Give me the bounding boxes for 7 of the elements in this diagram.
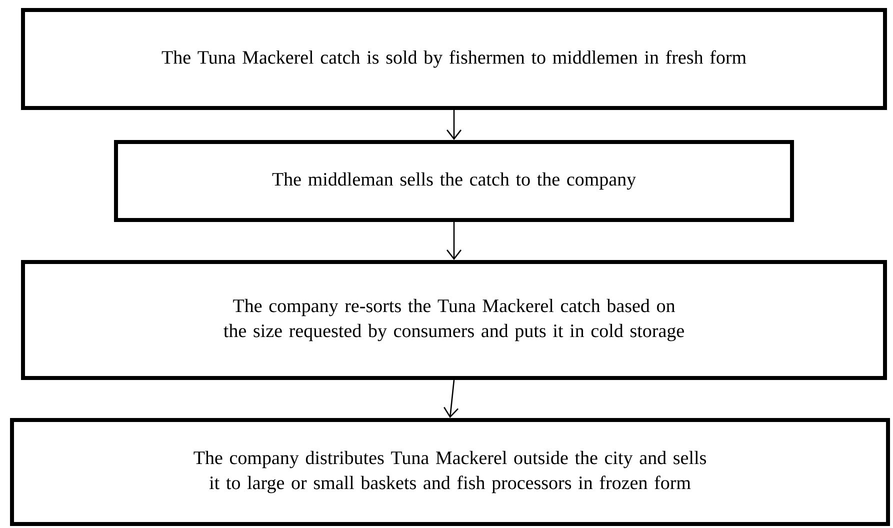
arrow bbox=[444, 380, 458, 418]
arrow bbox=[446, 222, 462, 260]
process-box: The middleman sells the catch to the company bbox=[114, 140, 794, 222]
process-box: The company distributes Tuna Mackerel outside the city and sells it to large or small baskets and fish processors in frozen form bbox=[10, 418, 890, 526]
arrow bbox=[446, 110, 462, 140]
process-box: The company re-sorts the Tuna Mackerel catch based on the size requested by consumers and puts it in cold storage bbox=[21, 260, 887, 380]
process-box: The Tuna Mackerel catch is sold by fishermen to middlemen in fresh form bbox=[21, 8, 887, 110]
